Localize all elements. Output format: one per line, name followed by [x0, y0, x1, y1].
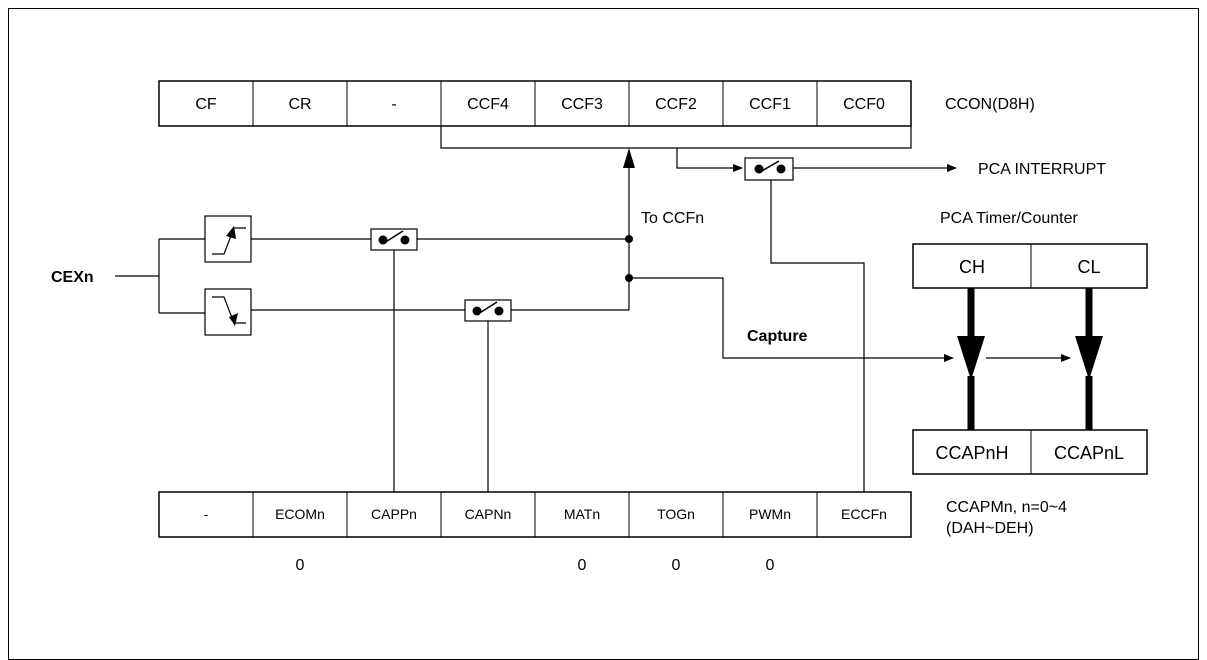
ccapm-value-matn: 0 — [578, 557, 587, 574]
pca-interrupt-label: PCA INTERRUPT — [978, 161, 1106, 178]
falling-edge-icon — [204, 288, 252, 336]
ccapm-cell-reserved: - — [204, 506, 209, 522]
to-ccfn-arrowhead — [623, 148, 635, 168]
ccon-cell-ccf2: CCF2 — [655, 96, 697, 113]
ccapnl-cell: CCAPnL — [1054, 443, 1124, 463]
ccapm-label-line1: CCAPMn, n=0~4 — [946, 499, 1067, 516]
ccapm-cell-cappn: CAPPn — [371, 506, 417, 522]
cexn-label: CEXn — [51, 269, 94, 286]
ccapm-cell-eccfn: ECCFn — [841, 506, 887, 522]
ccon-label: CCON(D8H) — [945, 96, 1035, 113]
timer-cl: CL — [1077, 257, 1100, 277]
ccapm-cell-ecomn: ECOMn — [275, 506, 325, 522]
ccapnh-cell: CCAPnH — [935, 443, 1008, 463]
ccon-cell-ccf4: CCF4 — [467, 96, 509, 113]
ccapm-value-togn: 0 — [672, 557, 681, 574]
capture-register: CCAPnH CCAPnL — [912, 429, 1148, 475]
ccon-register: CF CR - CCF4 CCF3 CCF2 CCF1 CCF0 — [158, 80, 912, 127]
capnn-switch — [464, 299, 512, 322]
ccapm-cell-matn: MATn — [564, 506, 600, 522]
capture-label: Capture — [747, 328, 808, 345]
timer-ch: CH — [959, 257, 985, 277]
capture-path — [629, 277, 954, 362]
ccon-cell-reserved: - — [391, 96, 396, 113]
ccon-cell-cf: CF — [195, 96, 217, 113]
rising-junction — [625, 235, 633, 243]
ccapm-label-line2: (DAH~DEH) — [946, 520, 1034, 537]
ccon-cell-ccf0: CCF0 — [843, 96, 885, 113]
ccapm-cell-togn: TOGn — [657, 506, 695, 522]
cappn-switch — [370, 228, 418, 251]
to-ccfn-label: To CCFn — [641, 210, 704, 227]
ccapm-cell-pwmn: PWMn — [749, 506, 791, 522]
ccapm-register: - ECOMn CAPPn CAPNn MATn TOGn PWMn ECCFn — [158, 491, 912, 538]
ccapm-value-ecomn: 0 — [296, 557, 305, 574]
ccon-cell-ccf1: CCF1 — [749, 96, 791, 113]
ccon-cell-cr: CR — [288, 96, 311, 113]
interrupt-path — [676, 148, 743, 172]
timer-register: CH CL — [912, 243, 1148, 289]
rising-edge-icon — [204, 215, 252, 263]
ch-to-ccapnh-arrow — [957, 288, 985, 430]
ccapm-value-pwmn: 0 — [766, 557, 775, 574]
eccfn-line — [770, 180, 865, 492]
timer-title: PCA Timer/Counter — [940, 210, 1079, 227]
ccf-bracket — [440, 126, 912, 149]
ccon-cell-ccf3: CCF3 — [561, 96, 603, 113]
ccapm-cell-capnn: CAPNn — [465, 506, 512, 522]
cl-to-ccapnl-arrow — [1075, 288, 1103, 430]
interrupt-switch — [744, 157, 794, 181]
